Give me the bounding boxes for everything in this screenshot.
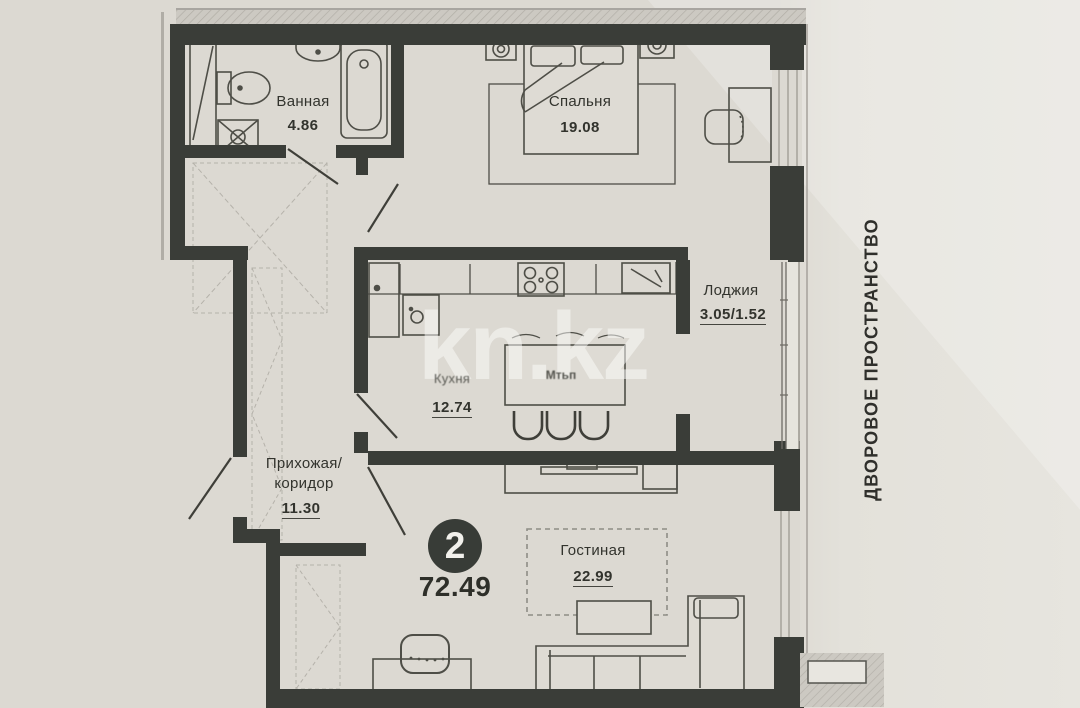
outer-wall-band [161, 8, 808, 690]
bedroom-desk [728, 87, 772, 163]
hallway-label-line2: коридор [274, 475, 334, 492]
kitchen-washer [402, 294, 440, 336]
windows [772, 70, 884, 707]
kitchen-label: Кухня [433, 371, 471, 386]
courtyard-side-text: ДВОРОВОЕ ПРОСТРАНСТВО [861, 218, 882, 501]
bathroom-door [287, 148, 339, 185]
bedroom-door [367, 183, 399, 233]
table-text: Мтьп [545, 368, 577, 382]
toilet [216, 71, 271, 105]
bed [520, 39, 639, 155]
bathroom-area: 4.86 [287, 117, 319, 134]
hallway-label-line1: Прихожая/ [265, 455, 343, 472]
loggia-area: 3.05/1.52 [688, 306, 778, 325]
dining-chairs [512, 411, 610, 441]
living-room-door [367, 466, 406, 536]
fridge [368, 262, 400, 338]
bedroom-chair [704, 109, 744, 145]
furniture [189, 31, 772, 695]
loggia-label: Лоджия [703, 282, 759, 299]
rooms-count-badge: 2 [428, 519, 482, 573]
living-chair [400, 634, 450, 674]
living-room-area: 22.99 [553, 568, 633, 587]
bathtub [340, 39, 388, 139]
kitchen-sink [621, 262, 671, 294]
hallway-area: 11.30 [261, 500, 341, 519]
stove [517, 262, 565, 297]
kitchen-area-value: 12.74 [432, 399, 472, 418]
bedroom-window [772, 70, 802, 166]
bedroom-label: Спальня [548, 93, 612, 110]
watermark: kn.kz [417, 293, 650, 400]
living-room-label: Гостиная [560, 542, 626, 559]
exterior-window-sill [800, 653, 884, 707]
coffee-table [576, 600, 652, 635]
dining-table [504, 331, 626, 406]
kitchen-door [356, 393, 398, 439]
living-room-window [774, 511, 800, 637]
living-rug [526, 528, 668, 616]
bathroom-label: Ванная [276, 93, 330, 110]
kitchen-counter [368, 262, 677, 295]
living-desk [372, 658, 472, 694]
total-area: 72.49 [418, 571, 492, 602]
bedroom-area: 19.08 [560, 119, 600, 136]
walls [170, 24, 806, 708]
washing-machine [189, 39, 217, 147]
loggia-glazing [780, 262, 800, 449]
entrance-door [188, 457, 232, 520]
door-swings [188, 148, 406, 536]
loggia-area-value: 3.05/1.52 [699, 306, 767, 325]
kitchen-area: 12.74 [412, 399, 492, 418]
hallway-area-value: 11.30 [281, 500, 321, 519]
living-room-area-value: 22.99 [573, 568, 613, 587]
